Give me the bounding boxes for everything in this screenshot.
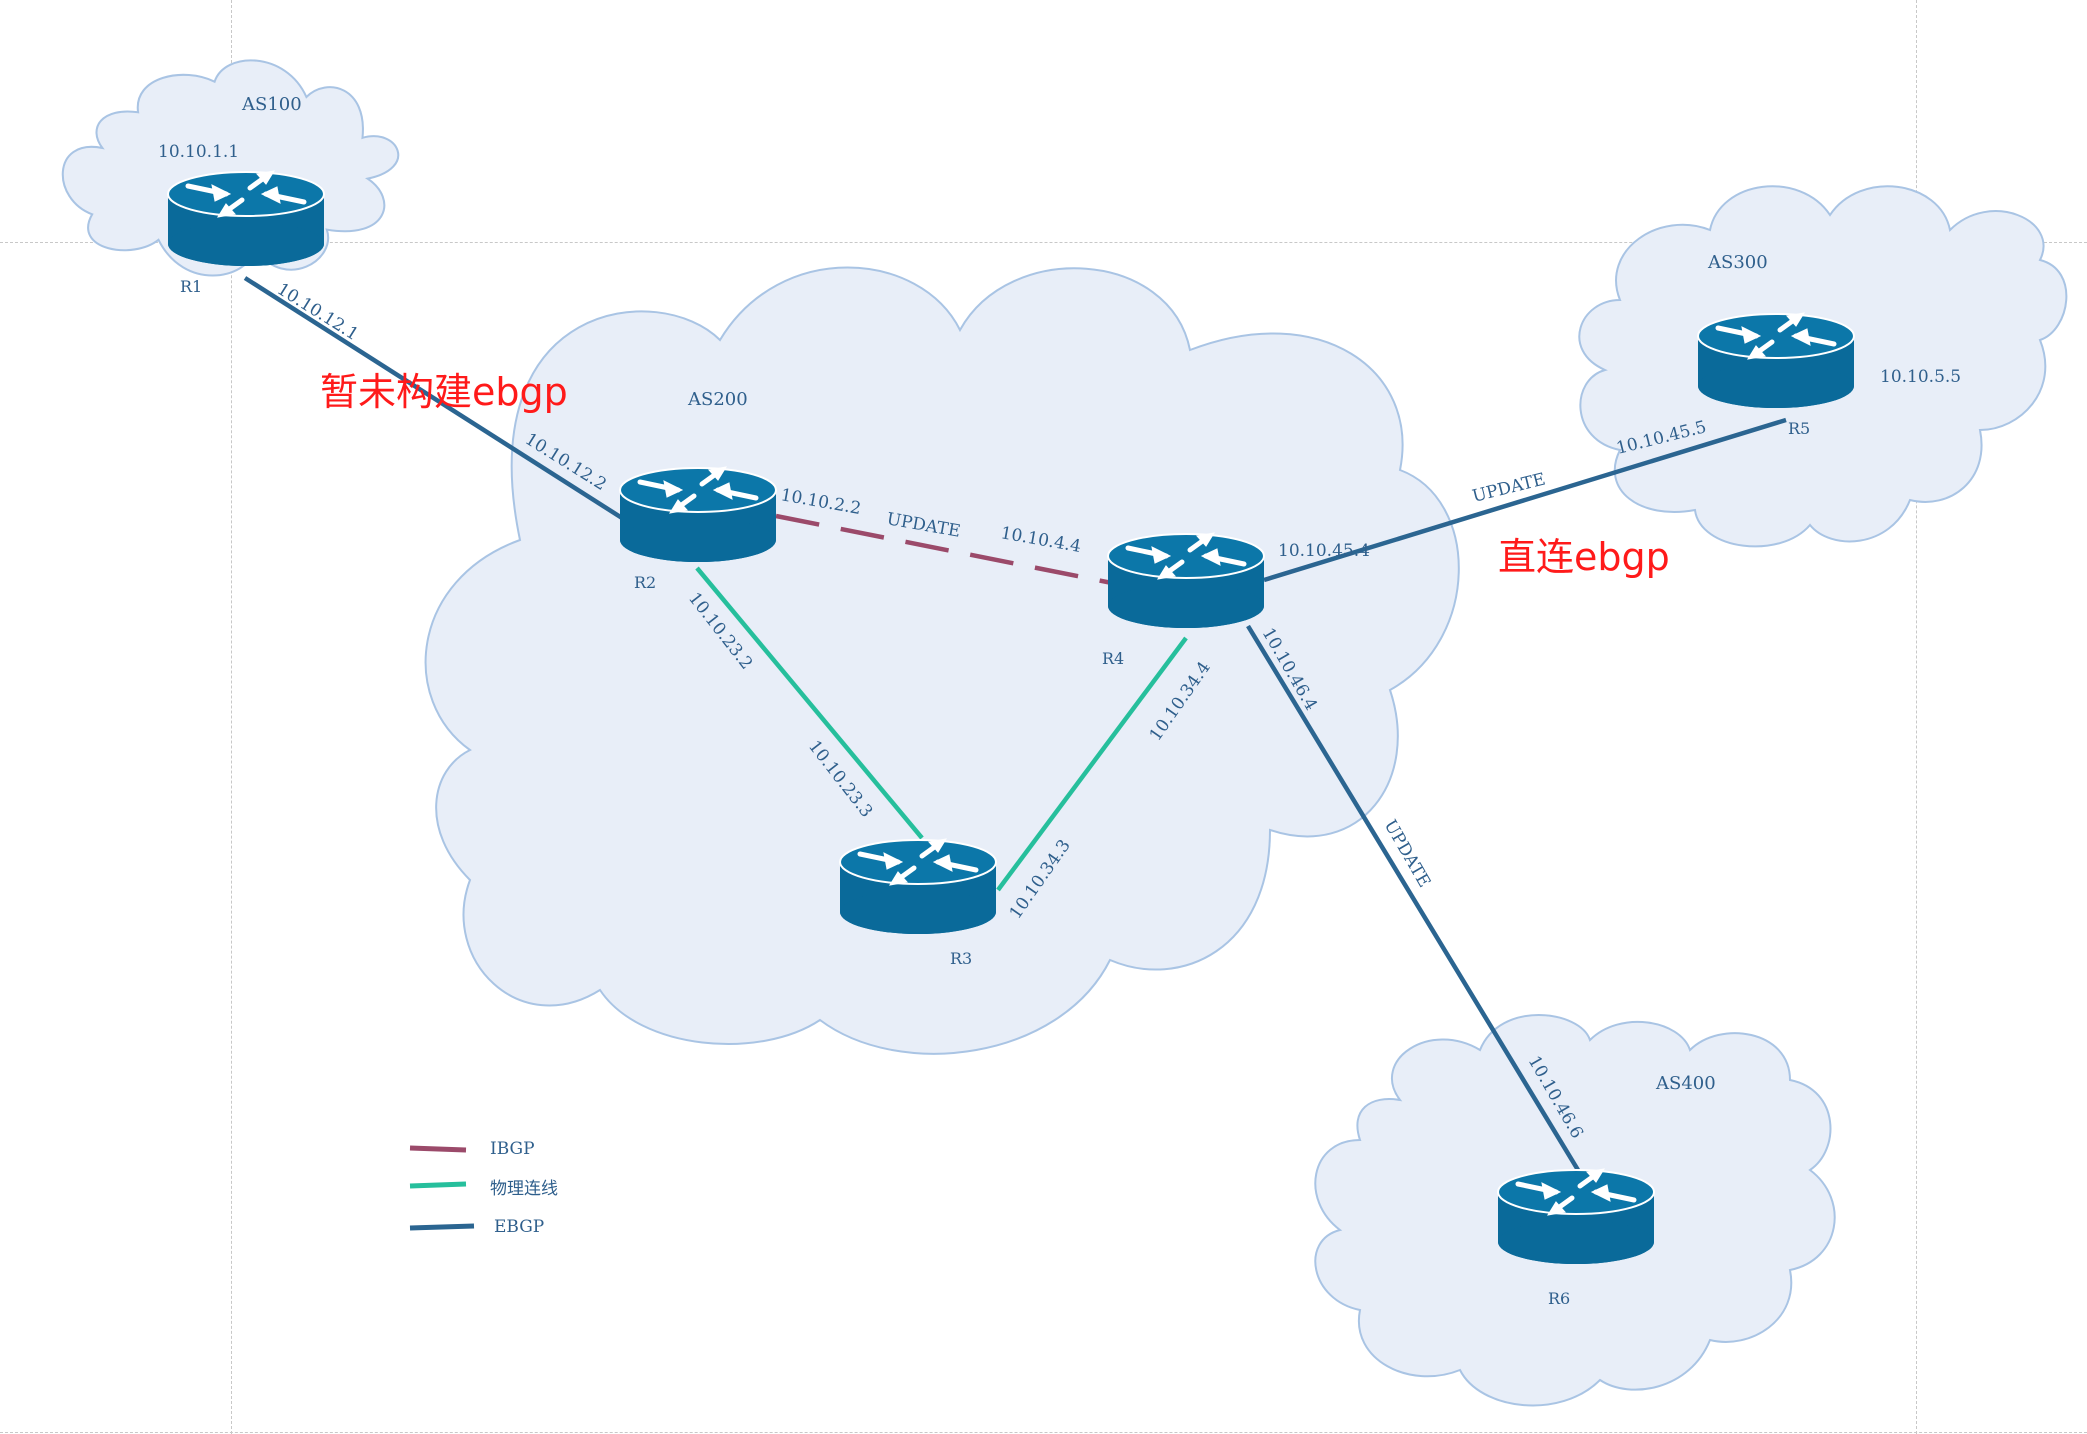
addr-r1-loopback: 10.10.1.1 [158,142,239,162]
legend-label-physical: 物理连线 [490,1179,558,1199]
router-icon [1498,1169,1654,1264]
as-label-as300: AS300 [1707,252,1768,273]
update-label-r4-r5: UPDATE [1470,469,1547,506]
router-icon [840,839,996,934]
link-r1-r2-ebgp [243,276,624,520]
links [243,276,1787,1172]
router-name-r2: R2 [634,573,656,592]
router-name-r5: R5 [1788,419,1810,438]
router-r2[interactable] [620,467,776,562]
router-icon [1108,533,1264,628]
link-r4-r6-ebgp [1246,624,1580,1172]
router-r1[interactable] [168,171,324,266]
router-name-r6: R6 [1548,1289,1570,1308]
page-guide-bottom [0,1432,2087,1433]
legend-label-ebgp: EBGP [494,1217,544,1237]
addr-r5-loopback: 10.10.5.5 [1880,367,1961,387]
addr-r1-r2-r1: 10.10.12.1 [273,279,362,345]
router-name-r3: R3 [950,949,972,968]
as-label-as200: AS200 [687,389,748,410]
legend-swatch-physical [409,1181,467,1189]
as-label-as100: AS100 [241,94,302,115]
as-label-as400: AS400 [1655,1073,1716,1094]
router-name-r1: R1 [180,277,202,296]
router-icon [1698,313,1854,408]
link-r4-r5-ebgp [1263,417,1787,583]
cloud-as200 [424,266,1460,1055]
page-guide-right [1916,0,1917,1434]
note-r4-r5: 直连ebgp [1498,535,1670,579]
router-icon [168,171,324,266]
router-r3[interactable] [840,839,996,934]
router-r6[interactable] [1498,1169,1654,1264]
legend-swatch-ebgp [409,1223,475,1231]
router-name-r4: R4 [1102,649,1124,668]
addr-r4-r5-r4: 10.10.45.4 [1278,541,1370,561]
router-r4[interactable] [1108,533,1264,628]
page-guide-top [0,242,2087,243]
page-guide-left [231,0,232,1434]
link-r2-r4-ibgp [775,513,1113,586]
legend: IBGP 物理连线 EBGP [409,1139,558,1237]
router-r5[interactable] [1698,313,1854,408]
link-r2-r3-physical [695,566,924,840]
link-r3-r4-physical [996,636,1188,892]
legend-label-ibgp: IBGP [490,1139,535,1159]
legend-swatch-ibgp [409,1145,467,1153]
router-icon [620,467,776,562]
note-r1-r2: 暂未构建ebgp [320,370,568,414]
